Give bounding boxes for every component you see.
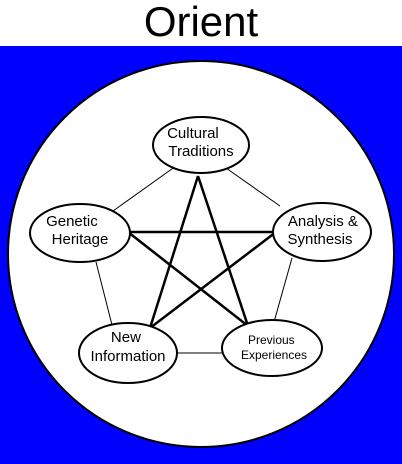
node-ellipse	[272, 202, 372, 262]
node-label-line: Analysis &	[288, 213, 358, 230]
node-ellipse	[29, 203, 131, 263]
node-label-line: Traditions	[168, 143, 233, 160]
edge-new-analysis	[149, 231, 277, 329]
svg-text:Genetic Heritage: Genetic Heritage	[46, 213, 108, 248]
node-previous-experiences: Previous Experiences	[221, 319, 323, 377]
edge-cultural-previous	[196, 175, 250, 327]
node-label-line: Experiences	[241, 348, 307, 362]
edge-genetic-cultural	[112, 165, 177, 212]
edge-genetic-previous	[127, 231, 249, 327]
node-ellipse	[152, 116, 250, 174]
svg-text:New Information: New Information	[90, 329, 165, 365]
edge-new-genetic	[95, 261, 113, 326]
node-genetic-heritage: Genetic Heritage	[29, 203, 131, 263]
svg-text:Previous Experiences: Previous Experiences	[241, 333, 307, 362]
edge-cultural-analysis	[225, 167, 281, 207]
node-label-line: Synthesis	[287, 231, 352, 248]
node-label-line: Genetic	[46, 213, 98, 230]
svg-text:Cultural Traditions: Cultural Traditions	[167, 125, 234, 160]
node-label-line: New	[111, 329, 141, 346]
node-ellipse	[78, 322, 178, 384]
node-cultural-traditions: Cultural Traditions	[152, 116, 250, 174]
node-new-information: New Information	[78, 322, 178, 384]
node-label-line: Information	[90, 348, 165, 365]
node-analysis-synthesis: Analysis & Synthesis	[272, 202, 372, 262]
orient-diagram: Cultural Traditions Analysis & Synthesis…	[0, 46, 402, 464]
node-ellipse	[221, 319, 323, 377]
diagram-title: Orient	[143, 0, 259, 45]
pentagon-edges	[95, 165, 293, 354]
svg-text:Analysis & Synthesis: Analysis & Synthesis	[287, 213, 362, 248]
edge-analysis-previous	[273, 257, 293, 323]
node-label-line: Previous	[248, 333, 295, 347]
node-label-line: Cultural	[167, 125, 219, 142]
star-edges	[127, 175, 277, 329]
edge-cultural-new	[148, 175, 200, 329]
node-label-line: Heritage	[52, 231, 109, 248]
